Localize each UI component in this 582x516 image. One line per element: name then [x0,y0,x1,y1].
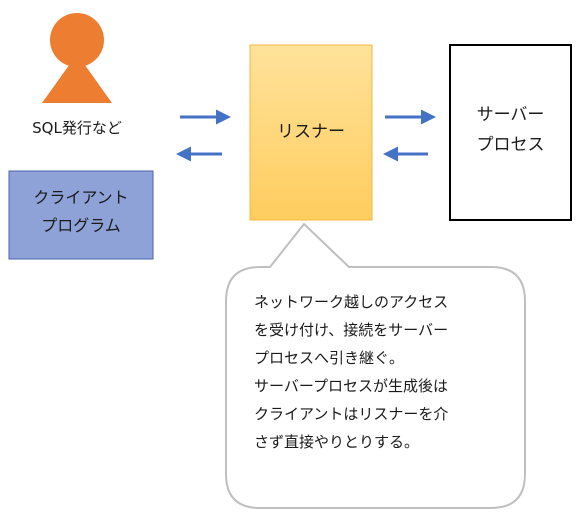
client-program-line2: プログラム [41,216,121,235]
callout-line: を受け付け、接続をサーバー [254,321,449,339]
client-program-box [8,170,154,260]
callout-bubble [225,223,526,509]
callout-line: クライアントはリスナーを介 [254,405,449,423]
callout-line: ネットワーク越しのアクセス [254,293,449,311]
client-program-line1: クライアント [33,188,129,207]
listener-box [249,44,373,221]
listener-label: リスナー [277,122,345,142]
callout-line: プロセスへ引き継ぐ。 [254,349,405,367]
server-process-line2: プロセス [476,135,545,155]
callout-line: さず直接やりとりする。 [254,433,420,451]
callout-line: サーバープロセスが生成後は [254,377,448,395]
person-icon [42,13,112,103]
server-process-box [449,44,572,221]
callout-text: ネットワーク越しのアクセス を受け付け、接続をサーバー プロセスへ引き継ぐ。 サ… [254,288,514,456]
client-program-label: クライアント プログラム [9,184,153,240]
server-process-line1: サーバー [476,105,545,125]
user-caption: SQL発行など [32,119,122,137]
server-process-label: サーバー プロセス [450,100,571,160]
